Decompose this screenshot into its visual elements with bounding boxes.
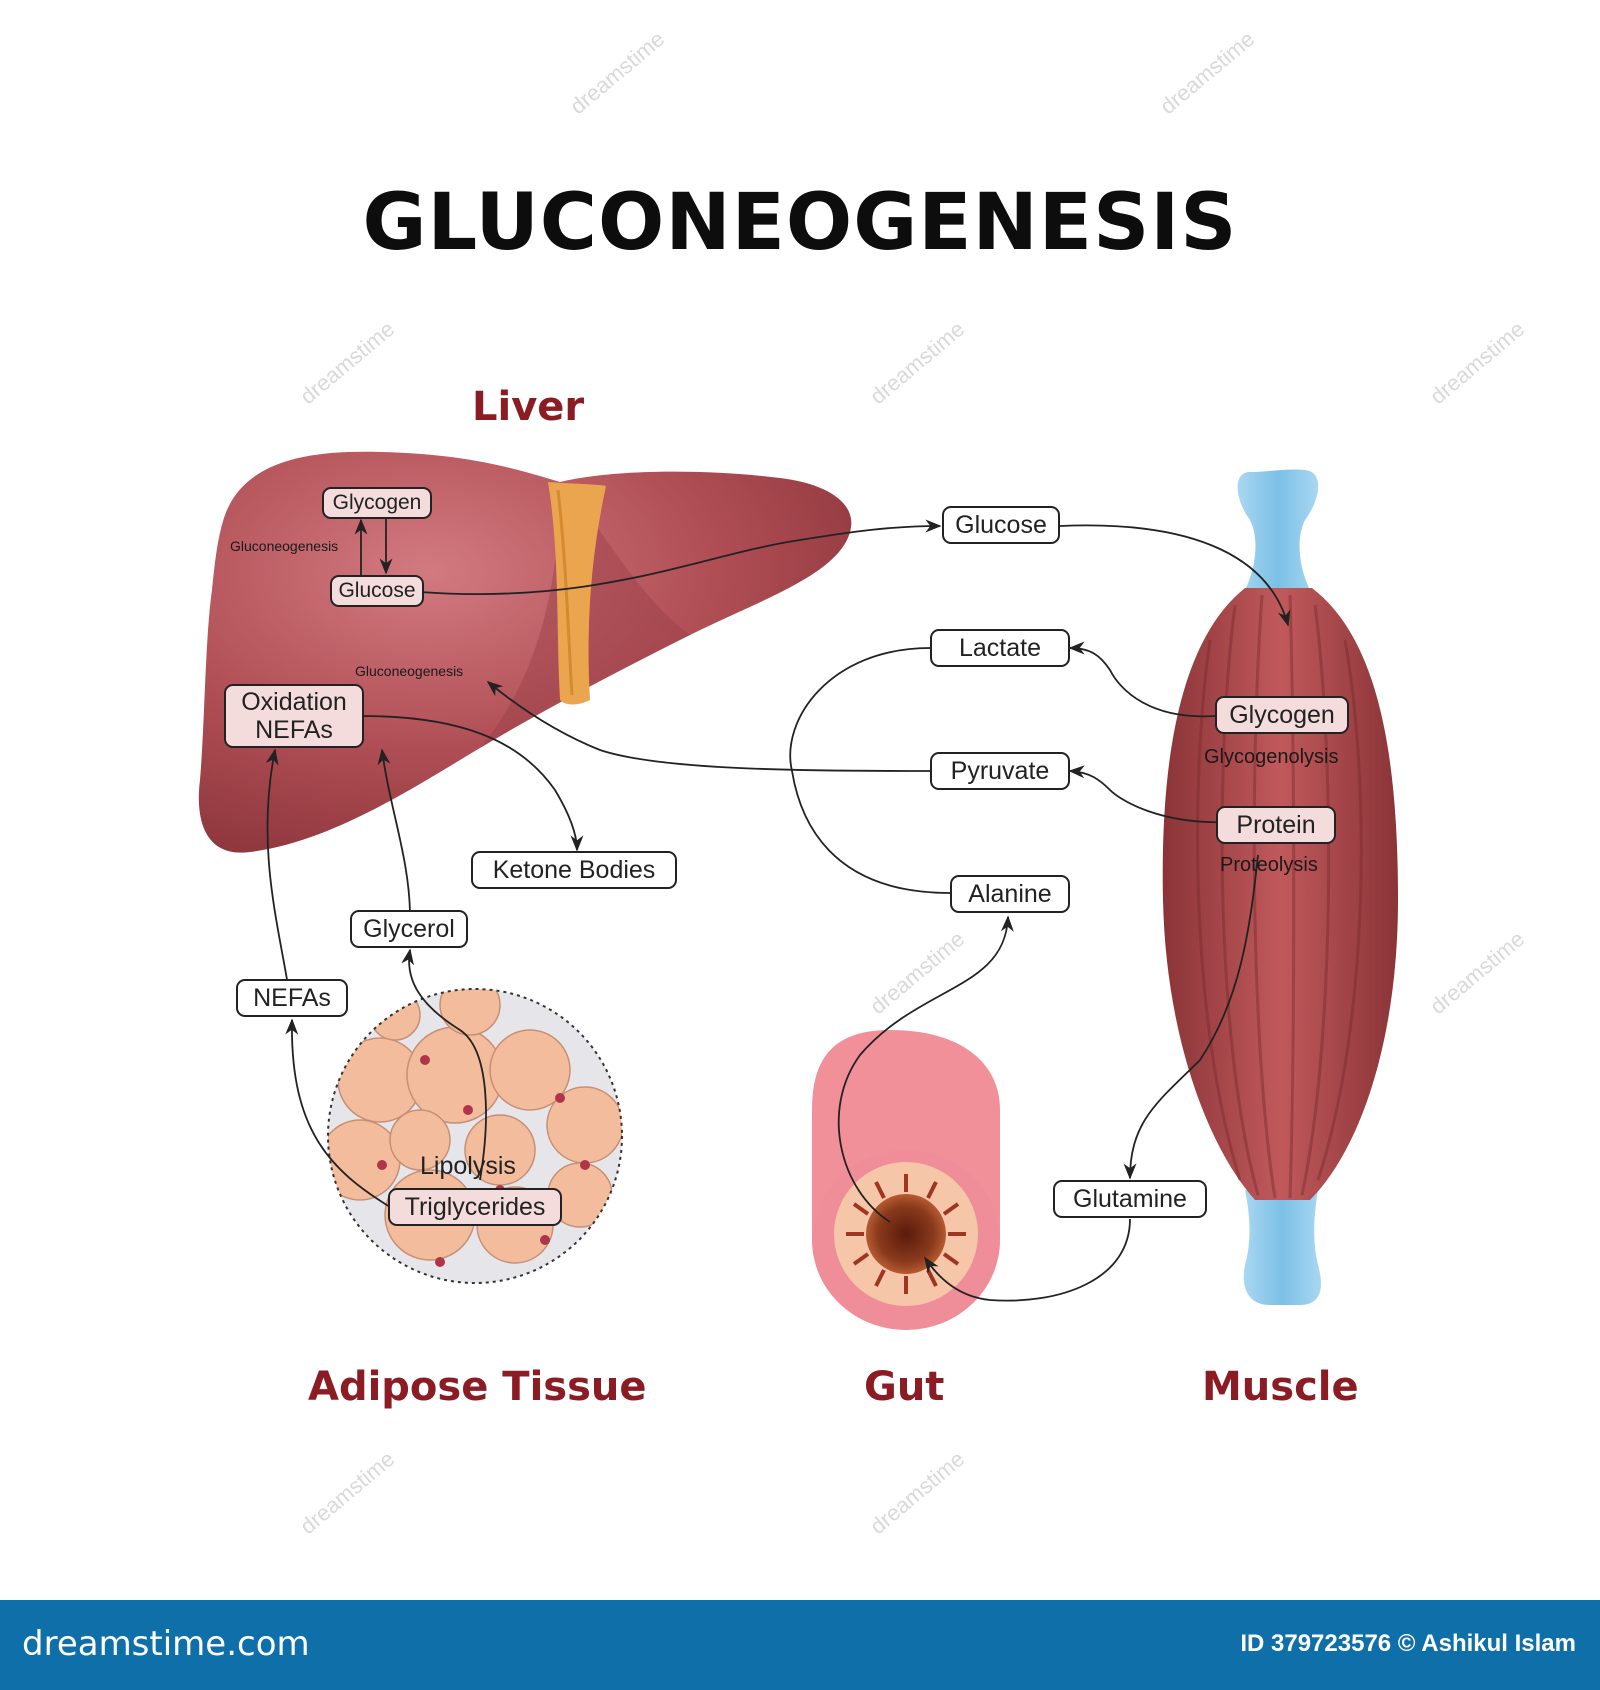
organ-label-adipose: Adipose Tissue — [308, 1364, 647, 1410]
oxidation-label: Oxidation — [226, 688, 362, 716]
gluconeogenesis-diagram — [0, 0, 1600, 1600]
gut-illustration — [812, 1030, 1000, 1330]
glycogenolysis-label: Glycogenolysis — [1204, 746, 1339, 769]
alanine-box: Alanine — [950, 875, 1070, 913]
nefas-box: NEFAs — [236, 979, 348, 1017]
liver-illustration — [199, 452, 852, 853]
liver-glycogen-box: Glycogen — [322, 487, 432, 519]
oxidation-nefas-label: NEFAs — [226, 716, 362, 744]
organ-label-liver: Liver — [472, 384, 584, 430]
triglycerides-box: Triglycerides — [388, 1188, 562, 1226]
proteolysis-label: Proteolysis — [1220, 854, 1318, 877]
footer-bar: dreamstime.com ID 379723576 © Ashikul Is… — [0, 1600, 1600, 1690]
muscle-protein-box: Protein — [1216, 806, 1336, 844]
lactate-box: Lactate — [930, 629, 1070, 667]
oxidation-nefas-box: Oxidation NEFAs — [224, 684, 364, 748]
liver-glucose-box: Glucose — [330, 575, 424, 607]
ketone-bodies-box: Ketone Bodies — [471, 851, 677, 889]
lipolysis-label: Lipolysis — [420, 1152, 516, 1181]
liver-gluconeogenesis-upper-label: Gluconeogenesis — [230, 538, 338, 554]
glucose-box: Glucose — [942, 506, 1060, 544]
footer-brand: dreamstime.com — [22, 1624, 310, 1664]
liver-gluconeogenesis-lower-label: Gluconeogenesis — [355, 663, 463, 679]
organ-label-muscle: Muscle — [1202, 1364, 1359, 1410]
muscle-glycogen-box: Glycogen — [1215, 696, 1349, 734]
glycerol-box: Glycerol — [350, 910, 468, 948]
glutamine-box: Glutamine — [1053, 1180, 1207, 1218]
footer-credit: ID 379723576 © Ashikul Islam — [1240, 1630, 1576, 1658]
pyruvate-box: Pyruvate — [930, 752, 1070, 790]
organ-label-gut: Gut — [864, 1364, 944, 1410]
adipose-illustration — [320, 975, 623, 1283]
